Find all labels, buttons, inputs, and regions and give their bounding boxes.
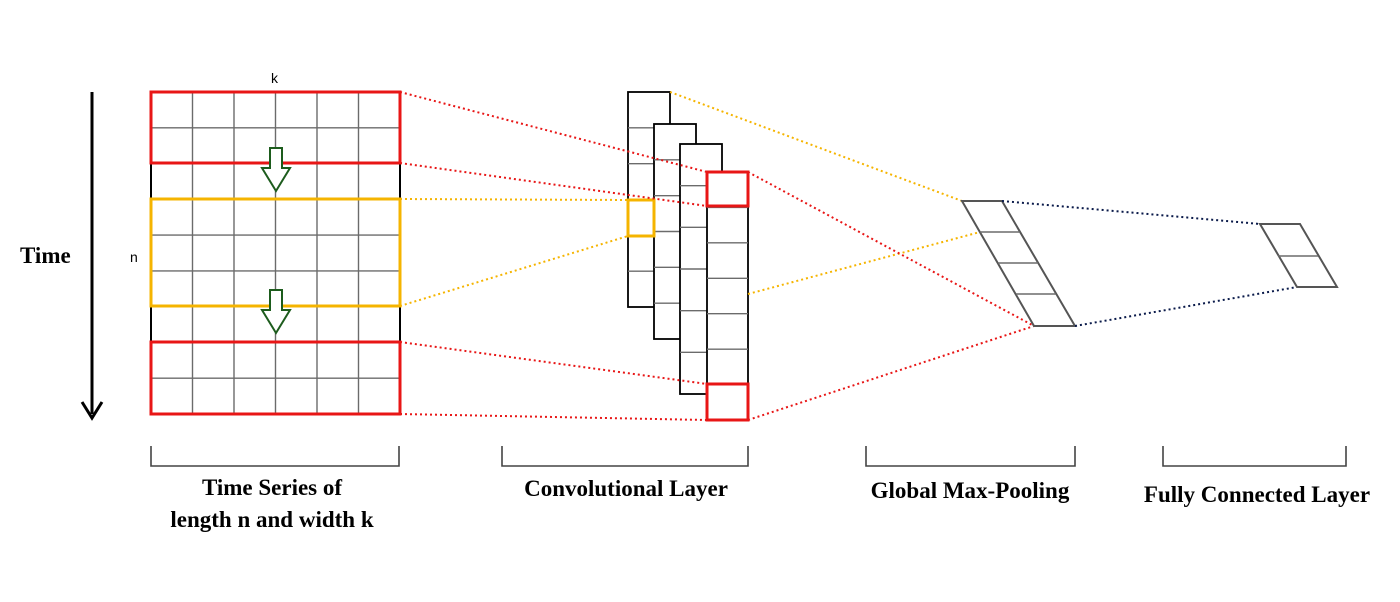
conv-layer-caption: Convolutional Layer [524,476,728,501]
connectors-pooling-to-fc [1001,200,1298,327]
bracket-time-series [150,446,400,467]
conv-cell-orange [626,198,656,238]
conv-feature-map [706,171,749,421]
bracket-fully-connected [1162,446,1347,467]
bracket-conv-layer [501,446,749,467]
global-pooling-caption: Global Max-Pooling [871,478,1070,503]
window-bottom-red [149,340,402,416]
time-series-grid [150,91,401,415]
time-label: Time [20,243,71,268]
global-max-pooling-vector [960,200,1077,327]
time-arrow-icon [80,92,104,421]
fully-connected-vector [1258,223,1339,288]
time-series-caption-line1: Time Series of [202,475,342,500]
k-label: k [271,70,279,86]
connectors-input-to-conv [399,91,708,421]
conv-cell-red-top [705,170,750,208]
n-label: n [130,249,138,265]
time-series-caption-line2: length n and width k [170,507,373,532]
connectors-conv-to-pooling [669,91,1035,421]
bracket-global-pooling [865,446,1076,467]
fully-connected-caption: Fully Connected Layer [1144,482,1370,507]
slide-down-arrow-icon [260,147,292,193]
conv-cell-red-bottom [705,382,750,422]
slide-down-arrow-icon [260,289,292,335]
conv-feature-maps [626,91,750,422]
